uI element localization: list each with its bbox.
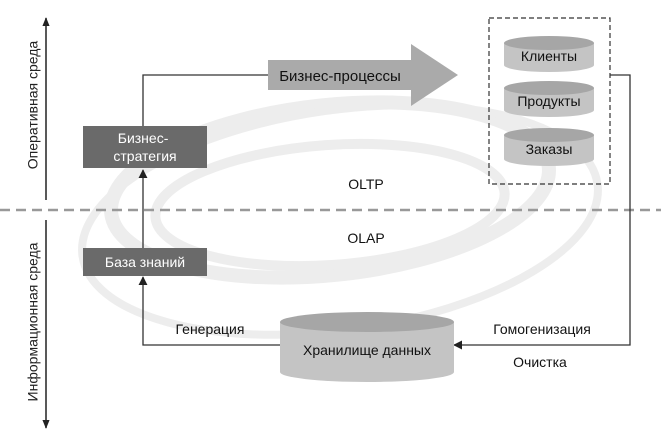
data-warehouse-label: Хранилище данных [303,342,431,358]
business-processes-arrow [268,44,458,106]
generation-label: Генерация [176,321,245,337]
oltp-label: OLTP [348,176,384,192]
operational-zone-label: Оперативная среда [25,41,41,170]
orders-label: Заказы [526,141,573,157]
products-label: Продукты [517,93,580,109]
business-strategy-label: Бизнес- стратегия [113,130,176,164]
strategy-to-processes-line [142,74,272,126]
databases-to-warehouse-arrow [453,74,631,350]
warehouse-to-knowledge-arrow [138,276,280,346]
data-warehouse-icon [280,312,454,382]
products-database-icon [504,81,594,117]
homogenization-label: Гомогенизация [493,321,591,337]
knowledge-base-label: База знаний [105,254,185,270]
clients-label: Клиенты [521,48,577,64]
knowledge-base-box [83,248,207,276]
operational-databases-group [488,17,611,185]
orders-database-icon [504,128,594,166]
informational-zone-label: Информационная среда [25,242,41,401]
business-strategy-box [83,126,207,168]
cleaning-label: Очистка [513,354,567,370]
business-processes-label: Бизнес-процессы [279,68,401,85]
olap-label: OLAP [347,230,384,246]
clients-database-icon [504,36,594,72]
